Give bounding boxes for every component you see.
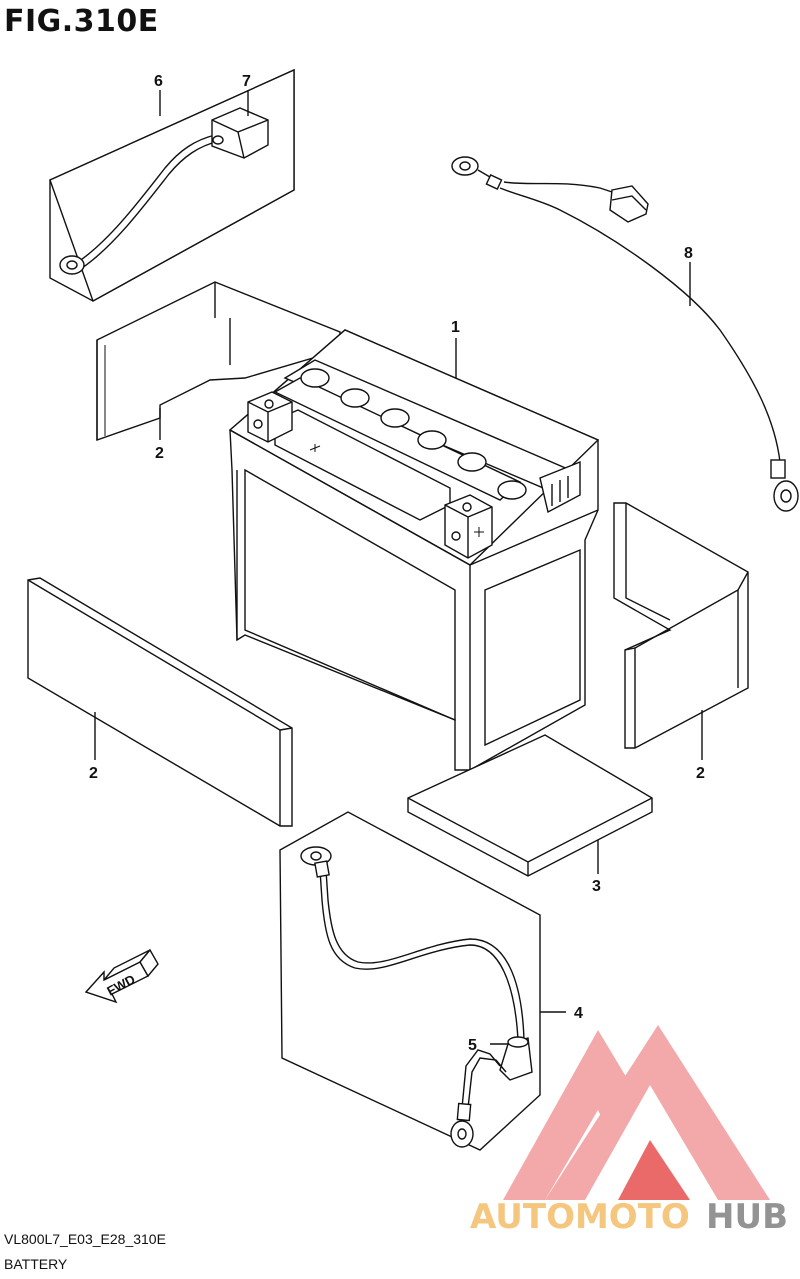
part-8-lead-wire [451, 156, 799, 512]
section-name: BATTERY [4, 1256, 68, 1272]
callout-4: 4 [574, 1005, 583, 1022]
callout-3: 3 [592, 878, 601, 895]
callout-2-upper: 2 [155, 445, 164, 462]
callout-7: 7 [242, 73, 251, 90]
watermark-text-part2: HUB [706, 1197, 788, 1237]
callout-2-left: 2 [89, 765, 98, 782]
callout-8: 8 [684, 245, 693, 262]
leader-lines [94, 90, 703, 1045]
model-code: VL800L7_E03_E28_310E [4, 1231, 166, 1247]
figure-title: FIG.310E [4, 4, 159, 39]
callout-1: 1 [451, 319, 460, 336]
fwd-arrow-icon: FWD [84, 948, 159, 1004]
callout-5: 5 [468, 1037, 477, 1054]
callout-numbers: 1 2 2 2 3 4 5 6 7 8 [89, 73, 705, 1054]
part-2-right-pad [613, 502, 749, 749]
part-6-7-panel [49, 68, 295, 303]
callout-2-right: 2 [696, 765, 705, 782]
watermark-logo: AUTOMOTO HUB [470, 1025, 788, 1237]
part-3-bottom-pad [407, 734, 653, 877]
part-2-upper-pad [96, 281, 341, 441]
watermark-text-part1: AUTOMOTO [470, 1197, 690, 1237]
part-4-5-panel [279, 811, 541, 1151]
callout-6: 6 [154, 73, 163, 90]
part-2-left-pad [27, 577, 293, 827]
part-1-battery [228, 329, 600, 771]
